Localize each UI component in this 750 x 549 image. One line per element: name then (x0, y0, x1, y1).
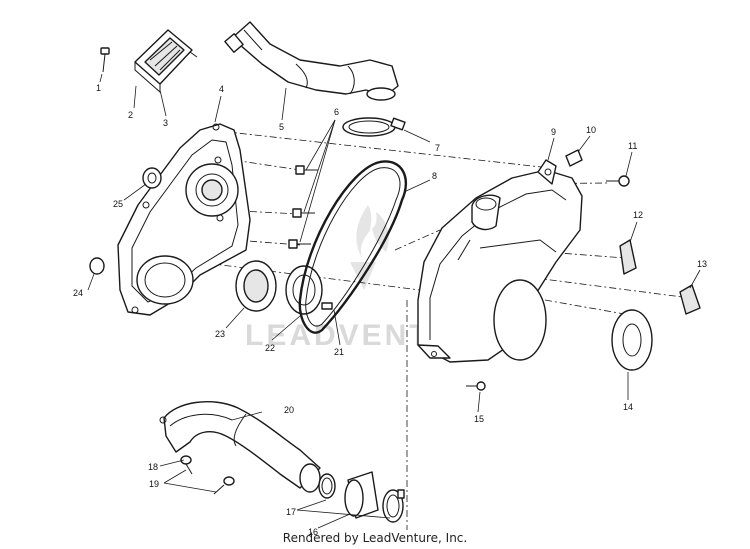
callout-23: 23 (215, 329, 225, 339)
part-9-outer-cover (417, 159, 583, 363)
watermark-logo (350, 205, 389, 290)
part-2-intake-boot (134, 29, 198, 94)
part-8-drive-belt (298, 160, 407, 334)
part-6-bolts (288, 165, 318, 249)
part-16-coupler (344, 471, 379, 519)
callout-10: 10 (586, 125, 596, 135)
part-13-decal (679, 284, 701, 315)
callout-13: 13 (697, 259, 707, 269)
part-11-screw (606, 175, 630, 187)
rendered-by-credit: Rendered by LeadVenture, Inc. (282, 531, 468, 545)
callout-6: 6 (334, 107, 339, 117)
callout-17: 17 (286, 507, 296, 517)
part-12-decal (619, 239, 637, 275)
callout-9: 9 (551, 127, 556, 137)
callout-3: 3 (163, 118, 168, 128)
part-4-inner-cover (117, 123, 251, 316)
part-15-screw (466, 381, 486, 391)
callout-numbers: 1 2 3 4 5 6 7 8 9 10 11 12 13 14 15 16 1… (73, 83, 707, 537)
part-7-clamp (342, 117, 406, 137)
callout-16: 16 (308, 527, 318, 537)
part-14-gasket (611, 309, 653, 371)
part-20-exhaust-duct (159, 401, 321, 493)
callout-15: 15 (474, 414, 484, 424)
callout-19: 19 (149, 479, 159, 489)
part-25-grommet (142, 167, 162, 189)
part-18-washer (180, 455, 193, 475)
callout-2: 2 (128, 110, 133, 120)
part-10-tab (565, 149, 583, 167)
callout-21: 21 (334, 347, 344, 357)
callout-25: 25 (113, 199, 123, 209)
part-24-plug (89, 257, 105, 275)
part-17-clamp (318, 473, 336, 499)
part-19-bolts (213, 476, 235, 495)
callout-8: 8 (432, 171, 437, 181)
callout-14: 14 (623, 402, 633, 412)
callout-4: 4 (219, 84, 224, 94)
callout-5: 5 (279, 122, 284, 132)
callout-12: 12 (633, 210, 643, 220)
part-1-bolt (100, 47, 110, 73)
part-22-seal-ring (285, 265, 333, 315)
callout-7: 7 (435, 143, 440, 153)
callout-20: 20 (284, 405, 294, 415)
callout-18: 18 (148, 462, 158, 472)
part-5-intake-duct (224, 21, 399, 101)
callout-22: 22 (265, 343, 275, 353)
part-23-seal (235, 260, 277, 312)
callout-24: 24 (73, 288, 83, 298)
callout-11: 11 (628, 141, 637, 151)
part-17-clamp-b (382, 489, 405, 523)
callout-1: 1 (96, 83, 101, 93)
leader-lines (87, 73, 701, 529)
